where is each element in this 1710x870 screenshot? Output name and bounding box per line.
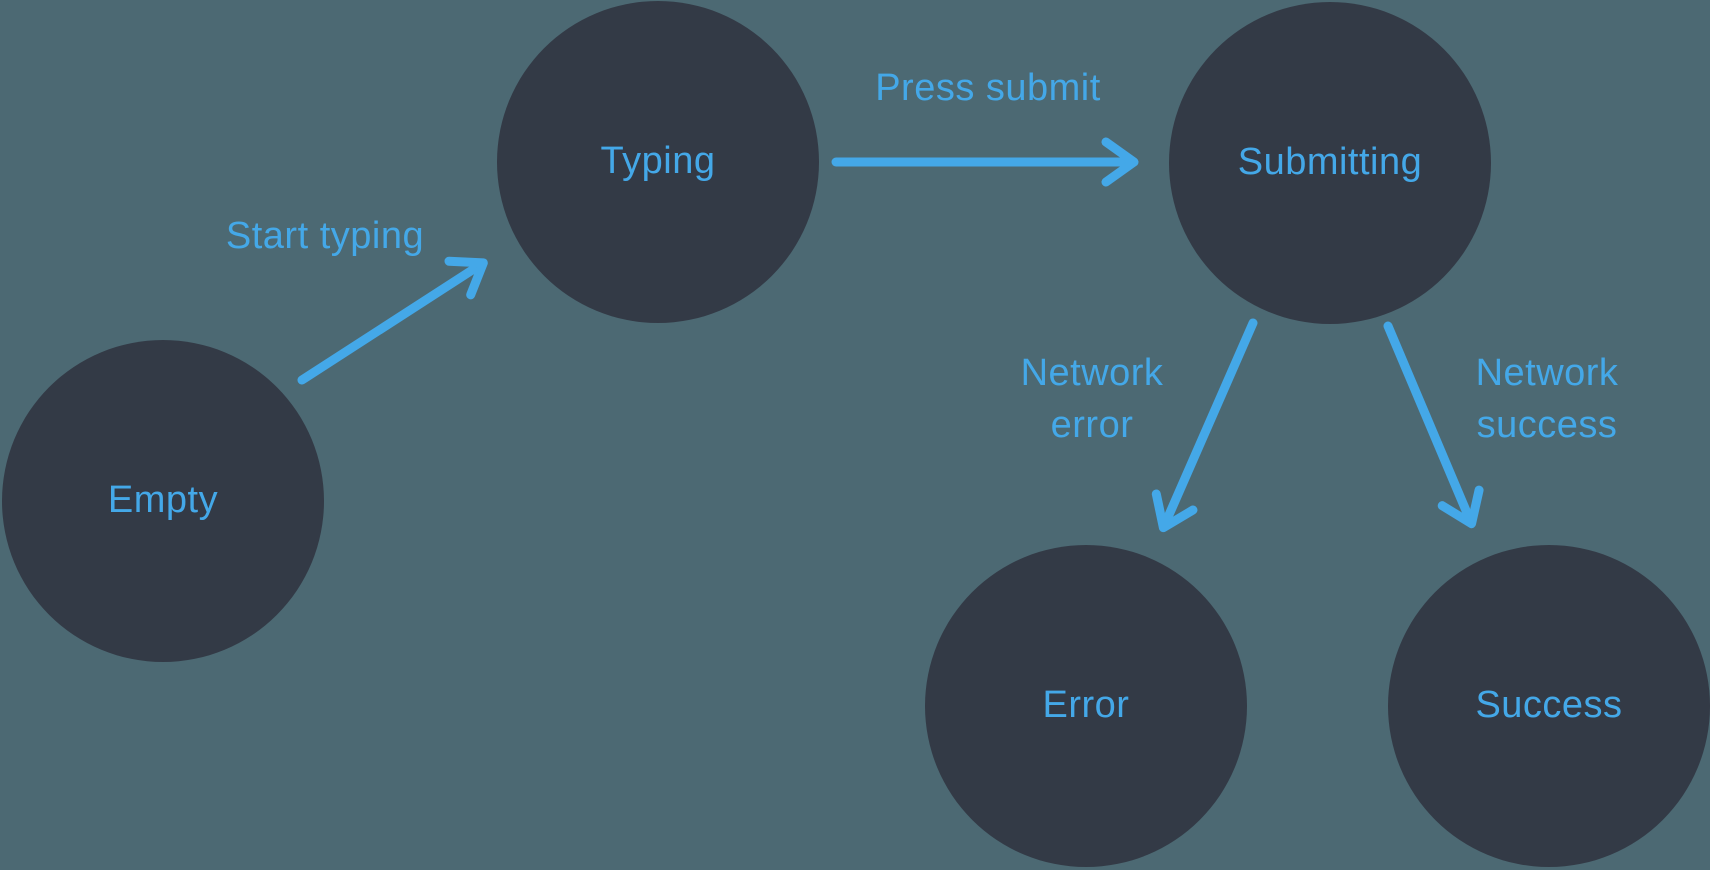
transition-arrow-start-typing — [297, 256, 488, 385]
state-node-submitting: Submitting — [1169, 2, 1491, 324]
transition-arrow-network-success — [1383, 321, 1484, 529]
state-label-typing: Typing — [600, 140, 716, 183]
state-node-error: Error — [925, 545, 1247, 867]
state-label-success: Success — [1475, 684, 1623, 727]
transition-label-start-typing: Start typing — [225, 215, 425, 257]
transition-label-press-submit: Press submit — [875, 67, 1101, 109]
state-label-submitting: Submitting — [1237, 141, 1423, 184]
state-node-success: Success — [1388, 545, 1710, 867]
state-label-empty: Empty — [107, 479, 219, 522]
transition-label-network-success: Network success — [1475, 352, 1619, 446]
transition-arrow-network-error — [1151, 318, 1258, 533]
transition-label-network-error: Network error — [1020, 352, 1164, 446]
state-label-error: Error — [1042, 684, 1130, 727]
state-node-empty: Empty — [2, 340, 324, 662]
state-node-typing: Typing — [497, 1, 819, 323]
